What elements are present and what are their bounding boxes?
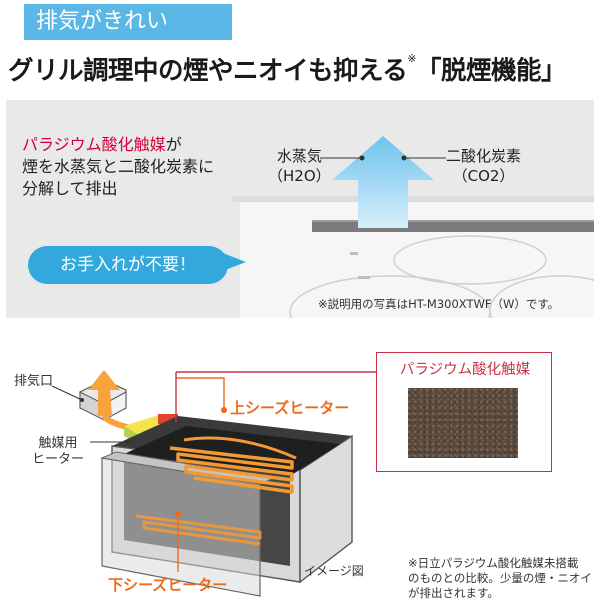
- section-badge: 排気がきれい: [24, 4, 232, 40]
- footnote-line2: のものとの比較。少量の煙・ニオイ: [408, 571, 592, 585]
- catalyst-heater-label: 触媒用 ヒーター: [32, 436, 84, 468]
- footnote-line3: が排出されます。: [408, 586, 499, 600]
- page-title: グリル調理中の煙やニオイも抑える※「脱煙機能」: [8, 50, 566, 87]
- co2-label: 二酸化炭素 （CO2）: [446, 146, 521, 186]
- catalyst-description: パラジウム酸化触媒が 煙を水蒸気と二酸化炭素に 分解して排出: [22, 134, 214, 200]
- water-vapor-formula: （H2O）: [268, 167, 331, 185]
- headline-feature: 「脱煙機能」: [415, 56, 567, 86]
- upper-heater-label: 上シーズヒーター: [230, 399, 350, 417]
- water-vapor-label: 水蒸気 （H2O）: [268, 146, 331, 186]
- footnote-mark: ※: [407, 52, 416, 65]
- photo-note: ※説明用の写真はHT-M300XTWF（W）です。: [318, 297, 560, 311]
- maintenance-free-bubble: お手入れが不要！: [28, 246, 228, 284]
- lower-heater-label: 下シーズヒーター: [108, 576, 228, 594]
- catalyst-callout-title: パラジウム酸化触媒: [399, 362, 531, 378]
- cooktop-edge: [232, 196, 594, 202]
- desc-line3: 分解して排出: [22, 179, 118, 198]
- label-leader-lines: [320, 155, 446, 161]
- exhaust-port-label: 排気口: [14, 374, 54, 389]
- catalyst-heater-line1: 触媒用: [38, 436, 78, 451]
- co2-formula: （CO2）: [452, 167, 515, 185]
- catalyst-heater-line2: ヒーター: [32, 452, 85, 467]
- comparison-footnote: ※日立パラジウム酸化触媒未搭載 のものとの比較。少量の煙・ニオイ が排出されます…: [408, 556, 598, 601]
- water-vapor-name: 水蒸気: [276, 147, 322, 165]
- desc-line1-tail: が: [165, 135, 182, 154]
- footnote-line1: ※日立パラジウム酸化触媒未搭載: [408, 556, 579, 570]
- exhaust-arrow-icon: [332, 136, 434, 228]
- image-label: イメージ図: [304, 564, 364, 578]
- grill-cutaway-illustration: [51, 370, 376, 597]
- catalyst-name-highlight: パラジウム酸化触媒: [22, 135, 166, 154]
- co2-name: 二酸化炭素: [446, 147, 522, 165]
- catalyst-sample-image: [408, 388, 518, 458]
- headline-main: グリル調理中の煙やニオイも抑える: [8, 56, 408, 86]
- cooktop-burners: [289, 235, 594, 318]
- desc-line2: 煙を水蒸気と二酸化炭素に: [22, 157, 215, 176]
